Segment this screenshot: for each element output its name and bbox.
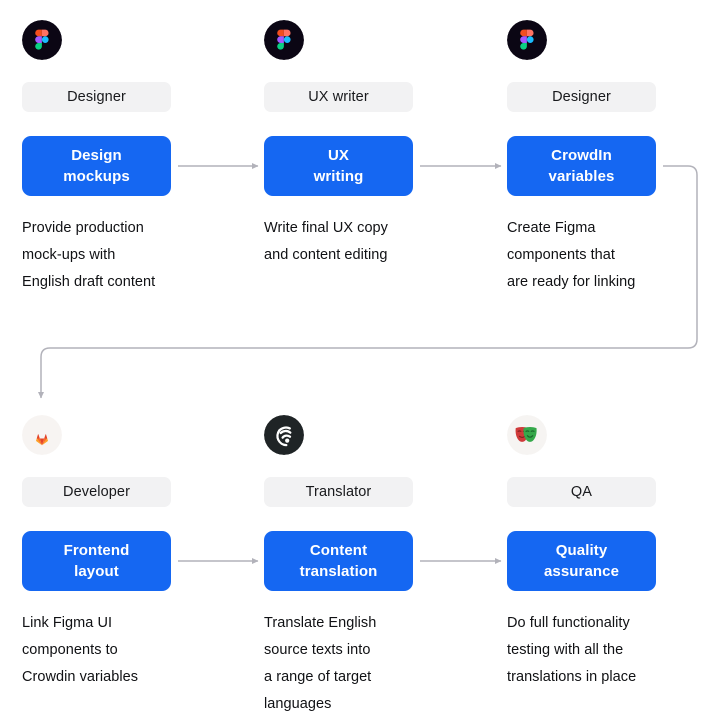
workflow-node-design-mockups: Designer Design mockups Provide producti… [22, 20, 171, 296]
description-line: components that [507, 247, 615, 263]
workflow-node-ux-writing: UX writer UX writing Write final UX copy… [264, 20, 413, 269]
crowdin-icon [264, 415, 304, 455]
step-box[interactable]: Design mockups [22, 136, 171, 196]
step-title-line-2: mockups [63, 168, 130, 185]
role-pill: Designer [22, 82, 171, 112]
step-title-line-2: writing [313, 168, 364, 185]
role-pill: UX writer [264, 82, 413, 112]
step-title-line-2: assurance [543, 563, 620, 580]
workflow-node-quality-assurance: QA Quality assurance Do full functionali… [507, 415, 656, 691]
step-title-line-1: Frontend [63, 542, 130, 559]
description-line: are ready for linking [507, 274, 636, 290]
description-line: Provide production [22, 220, 144, 236]
description-line: Do full functionality [507, 615, 630, 631]
description-line: Create Figma [507, 220, 596, 236]
description-line: components to [22, 642, 118, 658]
description-line: Crowdin variables [22, 669, 139, 685]
step-box[interactable]: Content translation [264, 531, 413, 591]
step-title-line-1: Content [309, 542, 368, 559]
step-description: Provide production mock-ups with English… [22, 215, 192, 296]
step-box[interactable]: Quality assurance [507, 531, 656, 591]
figma-icon [264, 20, 304, 60]
description-line: Link Figma UI [22, 615, 113, 631]
theater-masks-icon [507, 415, 547, 455]
figma-icon [22, 20, 62, 60]
step-description: Write final UX copy and content editing [264, 215, 434, 269]
step-title-line-2: variables [548, 168, 615, 185]
workflow-node-frontend-layout: Developer Frontend layout Link Figma UI … [22, 415, 171, 691]
step-description: Translate English source texts into a ra… [264, 610, 434, 718]
description-line: translations in place [507, 669, 637, 685]
step-box[interactable]: UX writing [264, 136, 413, 196]
description-line: source texts into [264, 642, 371, 658]
step-title-line-1: UX [327, 147, 350, 164]
step-description: Link Figma UI components to Crowdin vari… [22, 610, 192, 691]
description-line: testing with all the [507, 642, 624, 658]
description-line: Translate English [264, 615, 377, 631]
step-box[interactable]: Frontend layout [22, 531, 171, 591]
step-title-line-1: Design [71, 147, 122, 164]
step-title-line-2: layout [74, 563, 119, 580]
step-title-line-1: Quality [555, 542, 608, 559]
description-line: and content editing [264, 247, 388, 263]
step-description: Do full functionality testing with all t… [507, 610, 677, 691]
role-pill: Designer [507, 82, 656, 112]
step-title-line-1: CrowdIn [551, 147, 612, 164]
step-box[interactable]: CrowdIn variables [507, 136, 656, 196]
role-pill: QA [507, 477, 656, 507]
workflow-node-crowdin-variables: Designer CrowdIn variables Create Figma … [507, 20, 656, 296]
workflow-node-content-translation: Translator Content translation Translate… [264, 415, 413, 718]
role-pill: Developer [22, 477, 171, 507]
description-line: mock-ups with [22, 247, 116, 263]
gitlab-icon [22, 415, 62, 455]
step-description: Create Figma components that are ready f… [507, 215, 677, 296]
description-line: languages [264, 696, 332, 712]
step-title-line-2: translation [299, 563, 378, 580]
description-line: Write final UX copy [264, 220, 388, 236]
figma-icon [507, 20, 547, 60]
description-line: a range of target [264, 669, 372, 685]
description-line: English draft content [22, 274, 156, 290]
role-pill: Translator [264, 477, 413, 507]
